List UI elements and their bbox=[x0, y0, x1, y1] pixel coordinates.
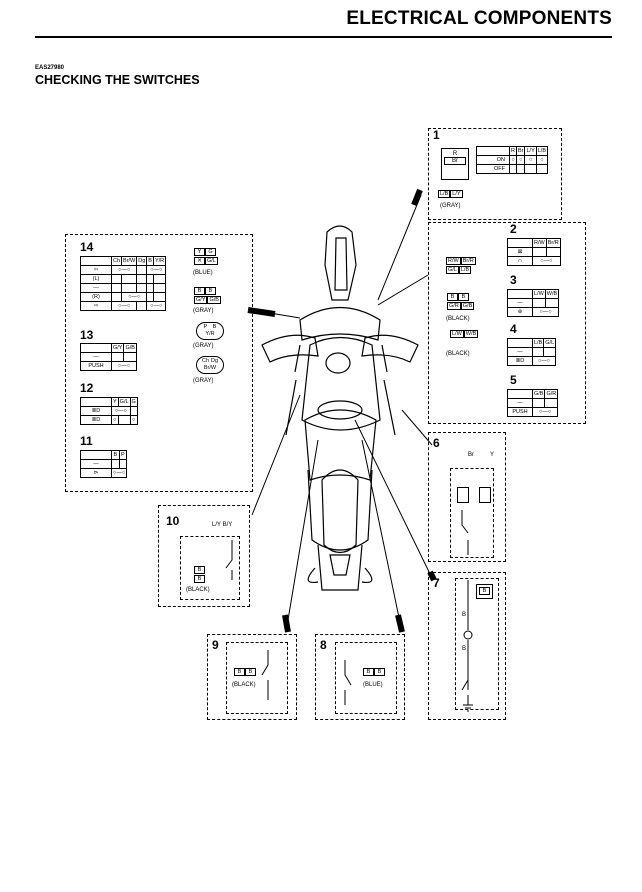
switch-1-number: 1 bbox=[433, 128, 440, 142]
switch-10-dashed-housing bbox=[180, 536, 240, 600]
switch-7-connector: B bbox=[476, 584, 493, 599]
switch-10-wires: L/Y B/Y bbox=[212, 522, 233, 528]
switch-13-number: 13 bbox=[80, 328, 94, 342]
switch-1-color: (GRAY) bbox=[440, 203, 461, 209]
switch-8-number: 8 bbox=[320, 638, 327, 652]
header-rule bbox=[35, 36, 612, 38]
switch-14-connector-a-color: (BLUE) bbox=[193, 270, 213, 276]
switch-14-connector-c-color: (GRAY) bbox=[193, 343, 214, 349]
chapter-title: ELECTRICAL COMPONENTS bbox=[346, 8, 612, 29]
switch-10-connector: B B bbox=[194, 566, 206, 584]
switch-1-panel bbox=[428, 128, 562, 220]
section-code: EAS27980 bbox=[35, 65, 65, 71]
switch-1-connector-pin-a: R bbox=[452, 151, 458, 157]
switch-9-color: (BLACK) bbox=[232, 682, 256, 688]
switch-3-connector-color: (BLACK) bbox=[446, 316, 470, 322]
switch-9-dashed-housing bbox=[226, 642, 288, 714]
switch-7-panel bbox=[428, 572, 506, 720]
switch-2-number: 2 bbox=[510, 222, 517, 236]
switch-4-connector-color: (BLACK) bbox=[446, 351, 470, 357]
switch-6-wire-a: Br bbox=[468, 452, 474, 458]
switch-5-number: 5 bbox=[510, 373, 517, 387]
switch-14-number: 14 bbox=[80, 240, 94, 254]
switch-14-connector-b-color: (GRAY) bbox=[193, 308, 214, 314]
switch-6-dashed-housing bbox=[450, 468, 494, 558]
switch-9-panel bbox=[207, 634, 297, 720]
switch-8-color: (BLUE) bbox=[363, 682, 383, 688]
switch-9-number: 9 bbox=[212, 638, 219, 652]
switch-8-panel bbox=[315, 634, 405, 720]
switch-4-number: 4 bbox=[510, 322, 517, 336]
switch-10-color: (BLACK) bbox=[186, 587, 210, 593]
switch-14-connector-d-color: (GRAY) bbox=[193, 378, 214, 384]
switch-3-number: 3 bbox=[510, 273, 517, 287]
switch-10-number: 10 bbox=[166, 514, 180, 528]
switch-6-number: 6 bbox=[433, 436, 440, 450]
switch-7-wire-b: B bbox=[462, 646, 467, 652]
switch-8-dashed-housing bbox=[335, 642, 397, 714]
switch-1-connector-pin-b: Br bbox=[444, 157, 466, 165]
switch-11-number: 11 bbox=[80, 434, 93, 448]
switch-6-connector-a bbox=[457, 487, 469, 503]
switch-6-panel bbox=[428, 432, 506, 562]
switch-1-connector: R Br bbox=[441, 148, 469, 180]
switch-6-connector-b bbox=[479, 487, 491, 503]
switch-12-number: 12 bbox=[80, 381, 94, 395]
section-title: CHECKING THE SWITCHES bbox=[35, 73, 200, 87]
switch-7-number: 7 bbox=[433, 576, 440, 590]
switch-2-5-panel bbox=[428, 222, 586, 424]
switch-6-wire-b: Y bbox=[490, 452, 495, 458]
switch-11-14-panel bbox=[65, 234, 253, 492]
switch-10-panel bbox=[158, 505, 250, 607]
switch-7-wire-a: B bbox=[462, 612, 467, 618]
switch-7-dashed-housing bbox=[455, 578, 499, 710]
